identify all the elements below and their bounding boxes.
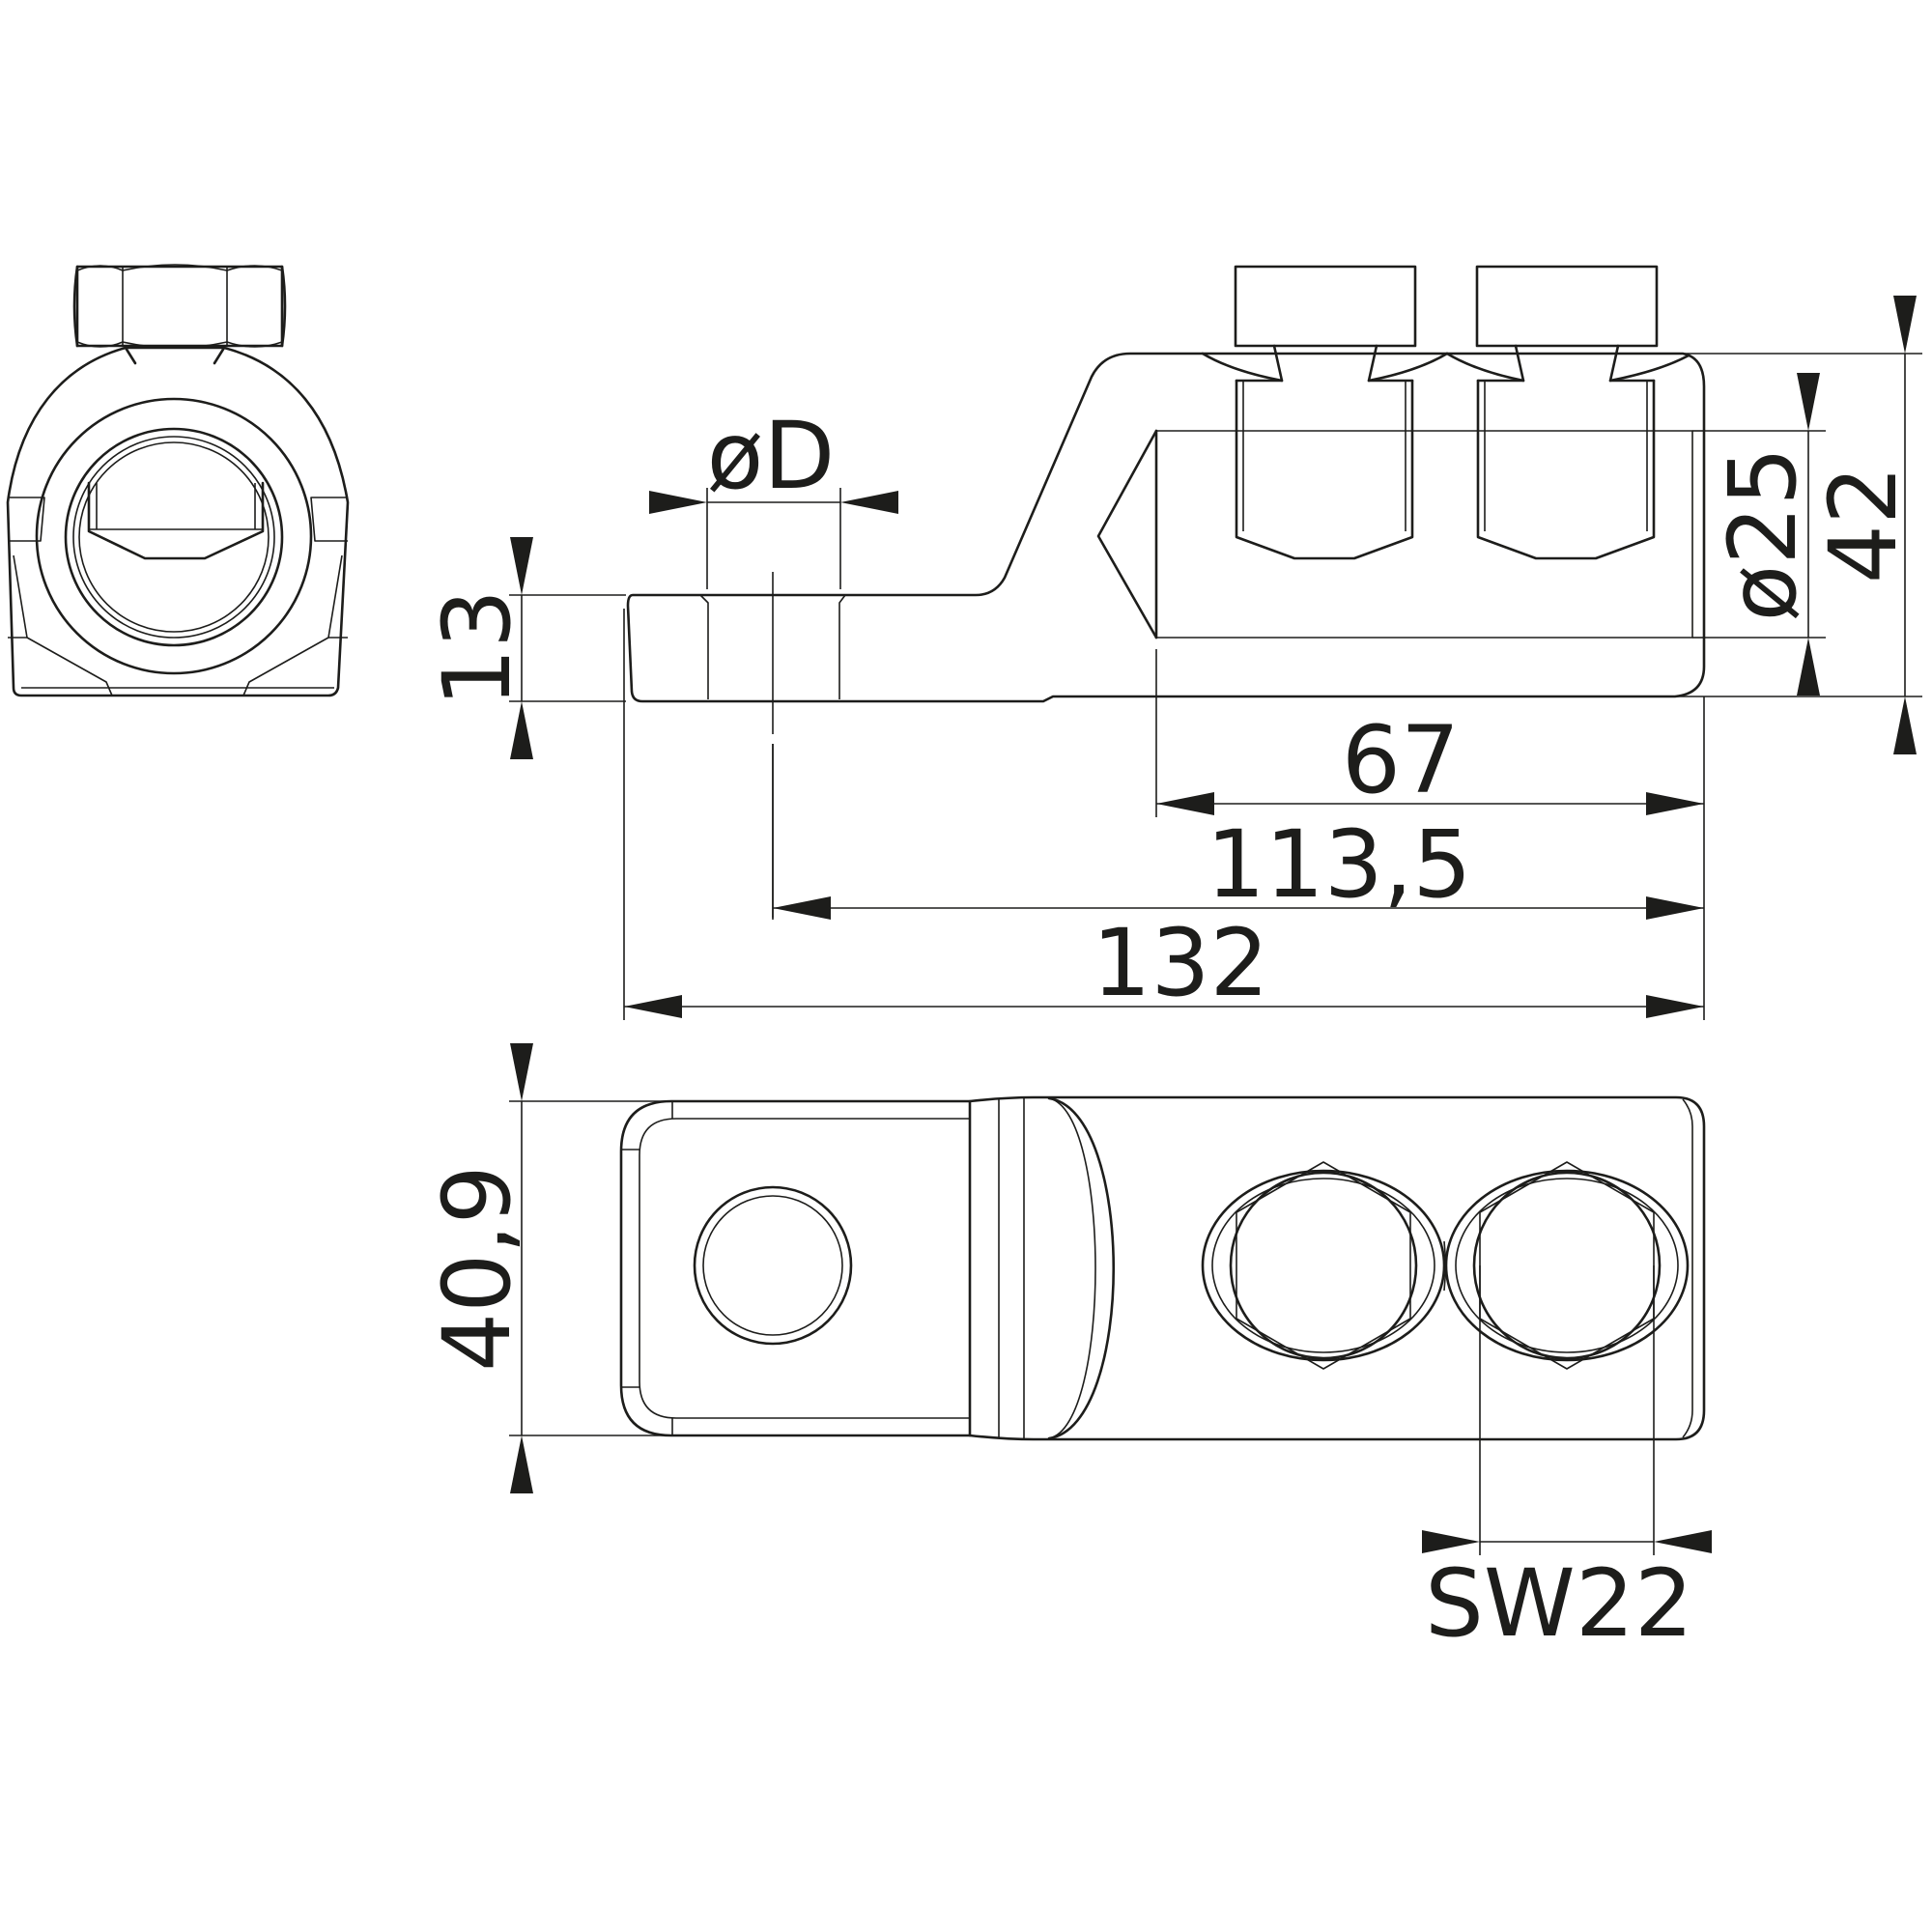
- top-view-hole: [693, 1185, 853, 1346]
- dim-total-length: 132: [623, 609, 1704, 1020]
- dim-label-hole-diameter: øD: [707, 402, 836, 510]
- dim-label-lug-thickness: 13: [423, 589, 531, 707]
- top-view-outline: [619, 1095, 1706, 1441]
- side-view-bolt-1: [1201, 265, 1449, 560]
- dim-label-barrel-length: 67: [1342, 706, 1460, 814]
- dim-width: 40,9: [423, 1043, 667, 1493]
- side-view-cone: [1096, 429, 1158, 639]
- side-view-hole: [699, 594, 846, 699]
- top-view: [619, 1095, 1706, 1441]
- top-view-bolt-head-1: [1201, 1161, 1446, 1370]
- dim-label-wrench-size: SW22: [1425, 1549, 1693, 1658]
- end-view-outer-ring: [35, 397, 313, 675]
- top-view-bolt-head-2: [1444, 1161, 1690, 1370]
- dim-barrel-length: 67: [1155, 649, 1705, 1020]
- end-view-bore: [64, 427, 284, 647]
- side-view-outline: [626, 352, 1706, 703]
- dim-lug-thickness: 13: [423, 537, 626, 759]
- side-view-bolt-2: [1445, 265, 1690, 560]
- dim-label-width: 40,9: [423, 1165, 531, 1372]
- dim-label-total-length: 132: [1092, 909, 1268, 1017]
- end-view: [6, 264, 350, 697]
- end-view-housing: [6, 346, 350, 697]
- dim-label-total-height: 42: [1809, 466, 1918, 583]
- dim-bore-diameter: ø25: [1704, 373, 1826, 696]
- dim-total-height: 42: [1675, 296, 1922, 754]
- end-view-bolt-tip: [87, 481, 265, 560]
- dim-hole-to-end: 113,5: [772, 744, 1704, 920]
- end-view-hex-nut: [72, 264, 287, 349]
- dim-label-hole-to-end: 113,5: [1207, 810, 1472, 919]
- dim-hole-diameter: øD: [649, 402, 898, 589]
- dim-wrench-size: SW22: [1422, 1265, 1712, 1658]
- side-view: [626, 265, 1706, 918]
- dim-label-bore-diameter: ø25: [1709, 447, 1817, 622]
